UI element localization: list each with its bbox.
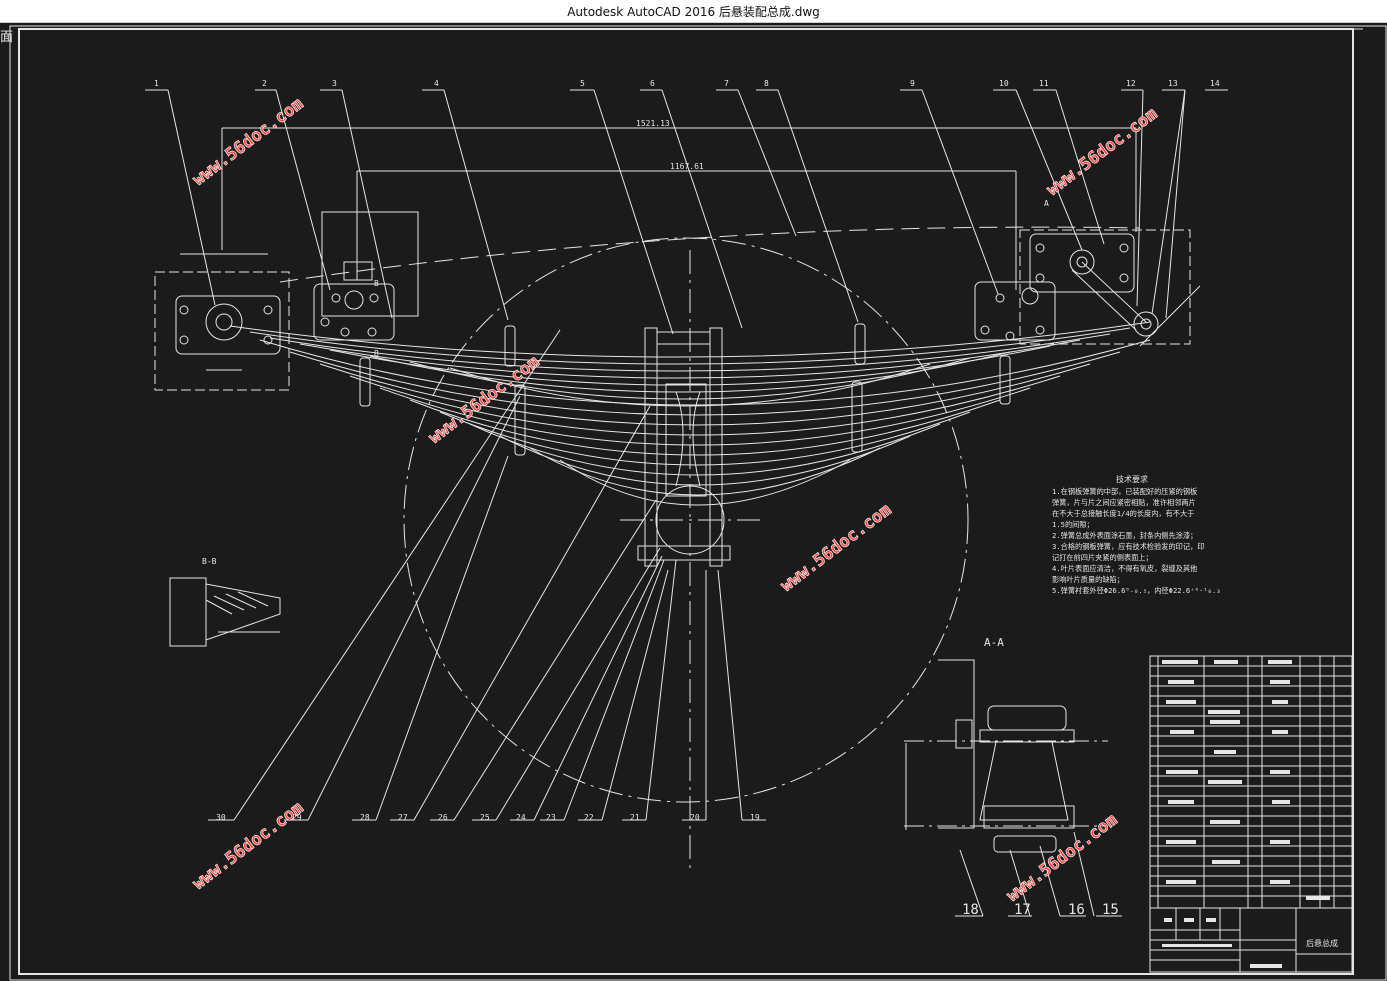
tech-req-line: 5.弹簧衬套外径Φ26.6⁰₋₀.₅，内径Φ22.6⁺⁰·¹₀.₃ [1052, 586, 1221, 595]
u-bolt-assembly [620, 250, 760, 870]
tech-req-line: 4.叶片表面应清洁，不得有氧皮，裂缝及其他 [1052, 564, 1197, 573]
dimension-lines [221, 127, 1137, 290]
drawing-frame-inner [18, 28, 1354, 975]
balloon-28: 28 [360, 813, 370, 822]
bottom-leader-lines [208, 329, 766, 821]
tech-req-line: 影响叶片质量的缺陷； [1052, 575, 1124, 584]
balloon-16: 16 [1068, 902, 1085, 918]
balloon-19: 19 [750, 813, 760, 822]
watermark: www.56doc.com [189, 798, 307, 894]
watermark: www.56doc.com [1043, 104, 1161, 200]
section-bb-label: B-B [202, 557, 217, 566]
top-leader-lines [145, 89, 1228, 335]
balloon-3: 3 [332, 79, 337, 88]
balloon-12: 12 [1126, 79, 1136, 88]
balloon-29: 29 [292, 813, 302, 822]
tech-req-line: 在不大于总接触长度1/4的长度内，有不大于 [1052, 509, 1194, 518]
parts-list-entries [1162, 660, 1330, 968]
window-titlebar: Autodesk AutoCAD 2016 后悬装配总成.dwg [0, 0, 1387, 23]
tech-req-line: 1.5的间隙； [1052, 520, 1094, 529]
front-bracket [154, 253, 290, 391]
balloon-23: 23 [546, 813, 556, 822]
section-aa-view [904, 659, 1122, 917]
balloon-9: 9 [910, 79, 915, 88]
lower-leaf-pack [259, 339, 1151, 506]
dim-inner-label: 1167.61 [670, 162, 704, 171]
window-title: Autodesk AutoCAD 2016 后悬装配总成.dwg [567, 5, 820, 19]
balloon-6: 6 [650, 79, 655, 88]
arrow-b-small-label: B [374, 349, 379, 358]
tech-req-line: 3.合格的钢板弹簧，应有技术检验发的印记，印 [1052, 542, 1204, 551]
tech-req-line: 2.弹簧总成外表面涂石墨，封条内侧先涂漆； [1052, 531, 1197, 540]
leaf-clips [359, 323, 1011, 456]
balloon-4: 4 [434, 79, 439, 88]
dim-overall-label: 1521.13 [636, 119, 670, 128]
title-block-name: 后悬总成 [1306, 938, 1338, 948]
tire-envelope-circle [403, 237, 969, 803]
upper-leaf-pack [229, 321, 1151, 407]
drawing-frame-outer [9, 25, 1387, 981]
watermark: www.56doc.com [1003, 810, 1121, 906]
balloon-21: 21 [630, 813, 640, 822]
balloon-17: 17 [1014, 902, 1031, 918]
shackle-bracket [1019, 229, 1201, 347]
balloon-5: 5 [580, 79, 585, 88]
drawing-canvas[interactable]: 1521.13 1167.61 1 2 3 4 5 6 7 8 9 10 11 … [0, 23, 1387, 981]
balloon-20: 20 [690, 813, 700, 822]
watermark: www.56doc.com [777, 500, 895, 596]
balloon-8: 8 [764, 79, 769, 88]
tech-req-line: 1.在钢板弹簧的中部，已装配好的压紧的钢板 [1052, 487, 1197, 496]
rear-right-bracket [974, 281, 1056, 341]
balloon-14: 14 [1210, 79, 1220, 88]
arrow-b-label: B [374, 279, 379, 288]
balloon-2: 2 [262, 79, 267, 88]
parts-list-table [1149, 655, 1353, 909]
tech-req-line: 弹簧，片与片之间应紧密相贴，准许相邻两片 [1052, 498, 1196, 507]
section-bb-view [169, 577, 281, 647]
balloon-25: 25 [480, 813, 490, 822]
balloon-24: 24 [516, 813, 526, 822]
tech-req-line: 记打在前四片夹紧的侧表面上； [1052, 553, 1153, 562]
balloon-13: 13 [1168, 79, 1178, 88]
rear-left-bracket [313, 211, 419, 341]
arrow-a-label: A [1044, 199, 1049, 208]
balloon-18: 18 [962, 902, 979, 918]
balloon-27: 27 [398, 813, 408, 822]
loaded-profile-line [279, 226, 1141, 283]
balloon-11: 11 [1039, 79, 1049, 88]
tech-req-heading: 技术要求 [1116, 474, 1148, 484]
balloon-22: 22 [584, 813, 594, 822]
balloon-30: 30 [216, 813, 226, 822]
title-block [1149, 907, 1353, 973]
balloon-26: 26 [438, 813, 448, 822]
watermark: www.56doc.com [425, 352, 543, 448]
balloon-15: 15 [1102, 902, 1119, 918]
section-aa-label: A-A [984, 636, 1004, 649]
balloon-10: 10 [999, 79, 1009, 88]
balloon-7: 7 [724, 79, 729, 88]
balloon-1: 1 [154, 79, 159, 88]
